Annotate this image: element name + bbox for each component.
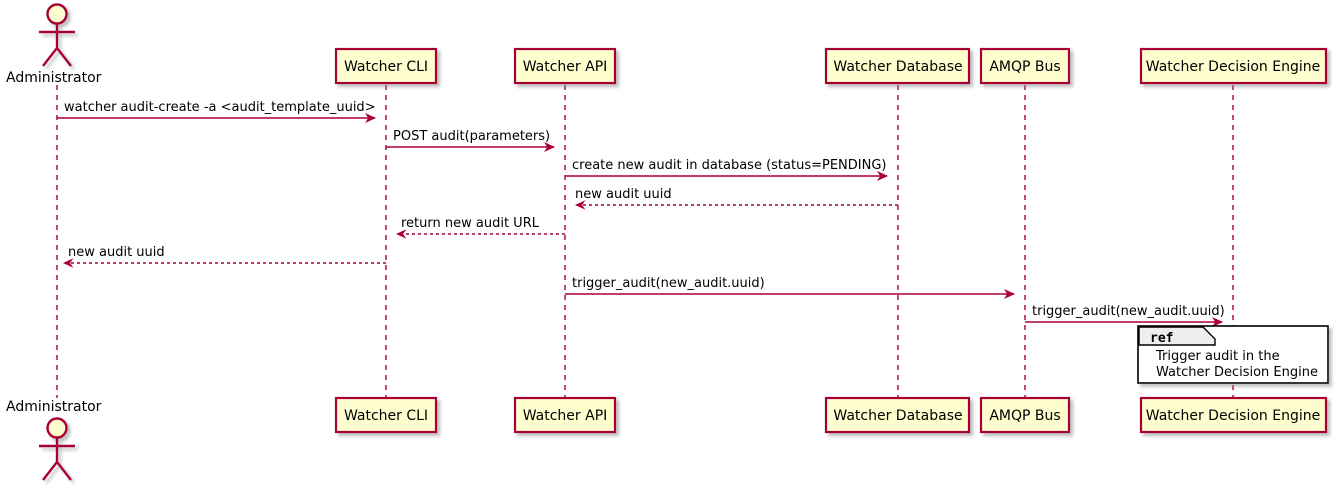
participant-rect-amqp-bus-bottom <box>979 396 1071 434</box>
actor-administrator-bottom[interactable]: Administrator <box>6 399 102 481</box>
message-trigger-audit-to-engine[interactable]: trigger_audit(new_audit.uuid) <box>1025 304 1225 327</box>
message-create-new-audit[interactable]: create new audit in database (status=PEN… <box>565 158 888 181</box>
participant-box-watcher-decision-engine-bottom[interactable]: Watcher Decision Engine <box>1139 396 1328 434</box>
ref-fragment-trigger-audit[interactable]: ref Trigger audit in the Watcher Decisio… <box>1137 325 1329 384</box>
participant-box-watcher-database-bottom[interactable]: Watcher Database <box>824 396 971 434</box>
participant-label-watcher-decision-engine-top: Watcher Decision Engine <box>1146 59 1320 75</box>
ref-fragment-line-1: Trigger audit in the <box>1155 349 1280 364</box>
participant-label-watcher-database-bottom: Watcher Database <box>833 408 962 424</box>
participant-box-amqp-bus-bottom[interactable]: AMQP Bus <box>979 396 1071 434</box>
participant-box-watcher-database-top[interactable]: Watcher Database <box>824 47 971 85</box>
ref-fragment-tab <box>1138 326 1216 346</box>
participant-rect-watcher-decision-engine-bottom <box>1139 396 1328 434</box>
message-new-audit-uuid-cli[interactable]: new audit uuid <box>63 245 386 268</box>
participant-box-watcher-api-top[interactable]: Watcher API <box>513 47 617 85</box>
participant-box-amqp-bus-top[interactable]: AMQP Bus <box>979 47 1071 85</box>
participant-rect-watcher-api-bottom <box>513 396 617 434</box>
actor-label-administrator-bottom: Administrator <box>6 399 102 415</box>
participant-label-watcher-api-bottom: Watcher API <box>523 408 608 424</box>
participant-label-watcher-cli-top: Watcher CLI <box>344 59 428 75</box>
participant-label-amqp-bus-bottom: AMQP Bus <box>989 408 1060 424</box>
actor-label-administrator-top: Administrator <box>6 70 102 86</box>
participant-label-watcher-api-top: Watcher API <box>523 59 608 75</box>
participant-rect-watcher-cli-top <box>334 47 438 85</box>
message-label-6: new audit uuid <box>68 245 165 260</box>
message-label-1: watcher audit-create -a <audit_template_… <box>64 100 376 115</box>
message-label-8: trigger_audit(new_audit.uuid) <box>1032 304 1225 319</box>
participant-rect-watcher-decision-engine-top <box>1139 47 1328 85</box>
ref-fragment-line-2: Watcher Decision Engine <box>1156 365 1318 380</box>
participant-box-watcher-api-bottom[interactable]: Watcher API <box>513 396 617 434</box>
message-label-2: POST audit(parameters) <box>393 129 550 144</box>
participant-rect-watcher-cli-bottom <box>334 396 438 434</box>
message-label-3: create new audit in database (status=PEN… <box>572 158 887 173</box>
participant-box-watcher-cli-bottom[interactable]: Watcher CLI <box>334 396 438 434</box>
message-return-new-audit-url[interactable]: return new audit URL <box>396 216 565 239</box>
message-post-audit[interactable]: POST audit(parameters) <box>386 129 555 152</box>
participant-rect-amqp-bus-top <box>979 47 1071 85</box>
participant-label-watcher-cli-bottom: Watcher CLI <box>344 408 428 424</box>
participant-rect-watcher-database-bottom <box>824 396 971 434</box>
message-label-7: trigger_audit(new_audit.uuid) <box>572 276 765 291</box>
actor-figure-bottom <box>39 417 75 481</box>
ref-fragment-tab-label: ref <box>1150 331 1173 346</box>
participant-box-watcher-cli-top[interactable]: Watcher CLI <box>334 47 438 85</box>
message-watcher-audit-create[interactable]: watcher audit-create -a <audit_template_… <box>57 100 376 123</box>
message-label-5: return new audit URL <box>401 216 540 231</box>
message-label-4: new audit uuid <box>575 187 672 202</box>
message-trigger-audit-to-bus[interactable]: trigger_audit(new_audit.uuid) <box>565 276 1015 299</box>
participant-rect-watcher-api-top <box>513 47 617 85</box>
participant-rect-watcher-database-top <box>824 47 971 85</box>
lifelines <box>56 85 1234 398</box>
message-new-audit-uuid-db[interactable]: new audit uuid <box>575 187 898 210</box>
participant-box-watcher-decision-engine-top[interactable]: Watcher Decision Engine <box>1139 47 1328 85</box>
actor-figure-top <box>39 3 75 67</box>
actor-administrator-top[interactable]: Administrator <box>6 3 102 87</box>
participant-label-watcher-database-top: Watcher Database <box>833 59 962 75</box>
participant-label-amqp-bus-top: AMQP Bus <box>989 59 1060 75</box>
participant-label-watcher-decision-engine-bottom: Watcher Decision Engine <box>1146 408 1320 424</box>
